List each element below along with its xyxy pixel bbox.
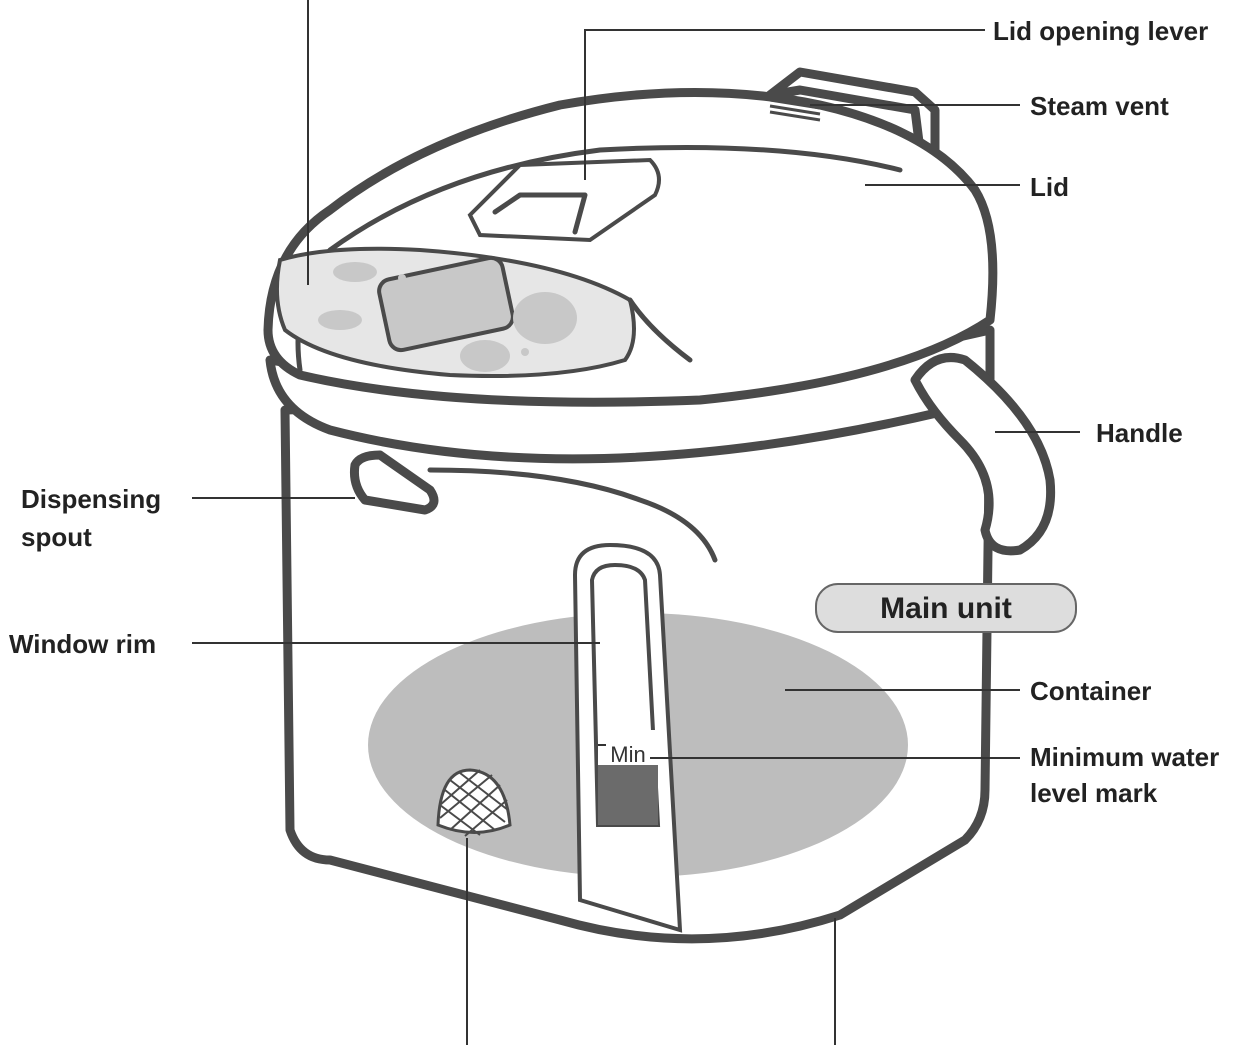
display-panel [377, 255, 515, 353]
main-unit-label: Main unit [880, 592, 1012, 625]
dispensing-spout [350, 450, 439, 515]
label-handle: Handle [1096, 418, 1183, 448]
lid-group [263, 88, 998, 407]
window-water-level [598, 760, 658, 825]
label-minimum-water: Minimum water [1030, 742, 1219, 772]
label-lid: Lid [1030, 172, 1069, 202]
steam-vent-slits [769, 98, 821, 122]
filter-mesh [436, 768, 512, 837]
label-window-rim: Window rim [9, 629, 156, 659]
label-dispensing-spout-2: spout [21, 522, 92, 552]
panel-button [460, 340, 510, 372]
label-minimum-water-2: level mark [1030, 778, 1158, 808]
panel-button [318, 310, 362, 330]
label-dispensing-spout: Dispensing [21, 484, 161, 514]
main-unit-badge [815, 583, 1077, 633]
label-lid-opening-lever: Lid opening lever [993, 16, 1208, 46]
min-mark: Min [610, 742, 645, 767]
label-container: Container [1030, 676, 1151, 706]
water-window: Min [572, 542, 683, 933]
lid-opening-lever [467, 157, 661, 243]
label-steam-vent: Steam vent [1030, 91, 1169, 121]
leader-lines [192, 0, 1080, 1045]
panel-button [513, 292, 577, 344]
handle [910, 353, 1056, 556]
panel-button [333, 262, 377, 282]
